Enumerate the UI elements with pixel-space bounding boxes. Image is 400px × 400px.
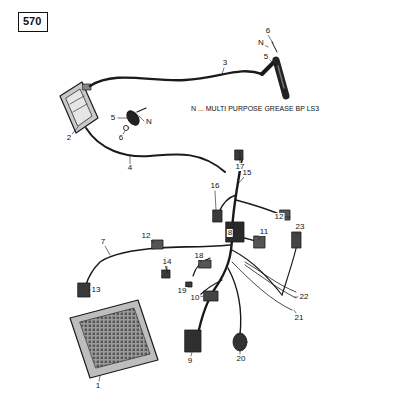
callout-number: 7 [100,238,106,246]
callout-number: 1 [95,382,101,390]
leader-line [89,152,298,381]
callout-number: 16 [210,182,221,190]
callout-number: 3 [222,59,228,67]
figure-number-box: 570 [18,12,48,32]
plug-cap [124,108,147,131]
callout-number: 20 [236,355,247,363]
callout-number: 4 [127,164,133,172]
callout-number: 18 [194,252,205,260]
ignition-wire [86,128,225,172]
callout-number: 8 [227,229,233,237]
ignition-coil [60,82,98,133]
callout-number: 13 [91,286,102,294]
callout-number: 6 [118,134,124,142]
callout-number: 19 [177,287,188,295]
callout-number: 5 [263,53,269,61]
callout-number: 22 [299,293,310,301]
callout-number: 21 [294,314,305,322]
callout-number: 23 [295,223,306,231]
callout-number: 6 [265,27,271,35]
callout-number: 10 [190,294,201,302]
callout-number: 5 [110,114,116,122]
engine-control-module [70,300,158,378]
callout-number: 12 [274,213,285,221]
ignition-wire [90,71,262,86]
callout-number: 12 [141,232,152,240]
callout-number: 2 [66,134,72,142]
note-text: N ... MULTI PURPOSE GREASE BP LS3 [190,105,320,112]
spark-plug-cap [262,42,286,96]
callout-number: 14 [162,258,173,266]
callout-number: 9 [187,357,193,365]
figure-number: 570 [23,16,43,27]
callout-number: N [145,118,153,126]
callout-number: N [257,39,265,47]
callout-number: 15 [242,169,253,177]
leader-line [72,35,277,164]
callout-number: 11 [259,228,269,236]
